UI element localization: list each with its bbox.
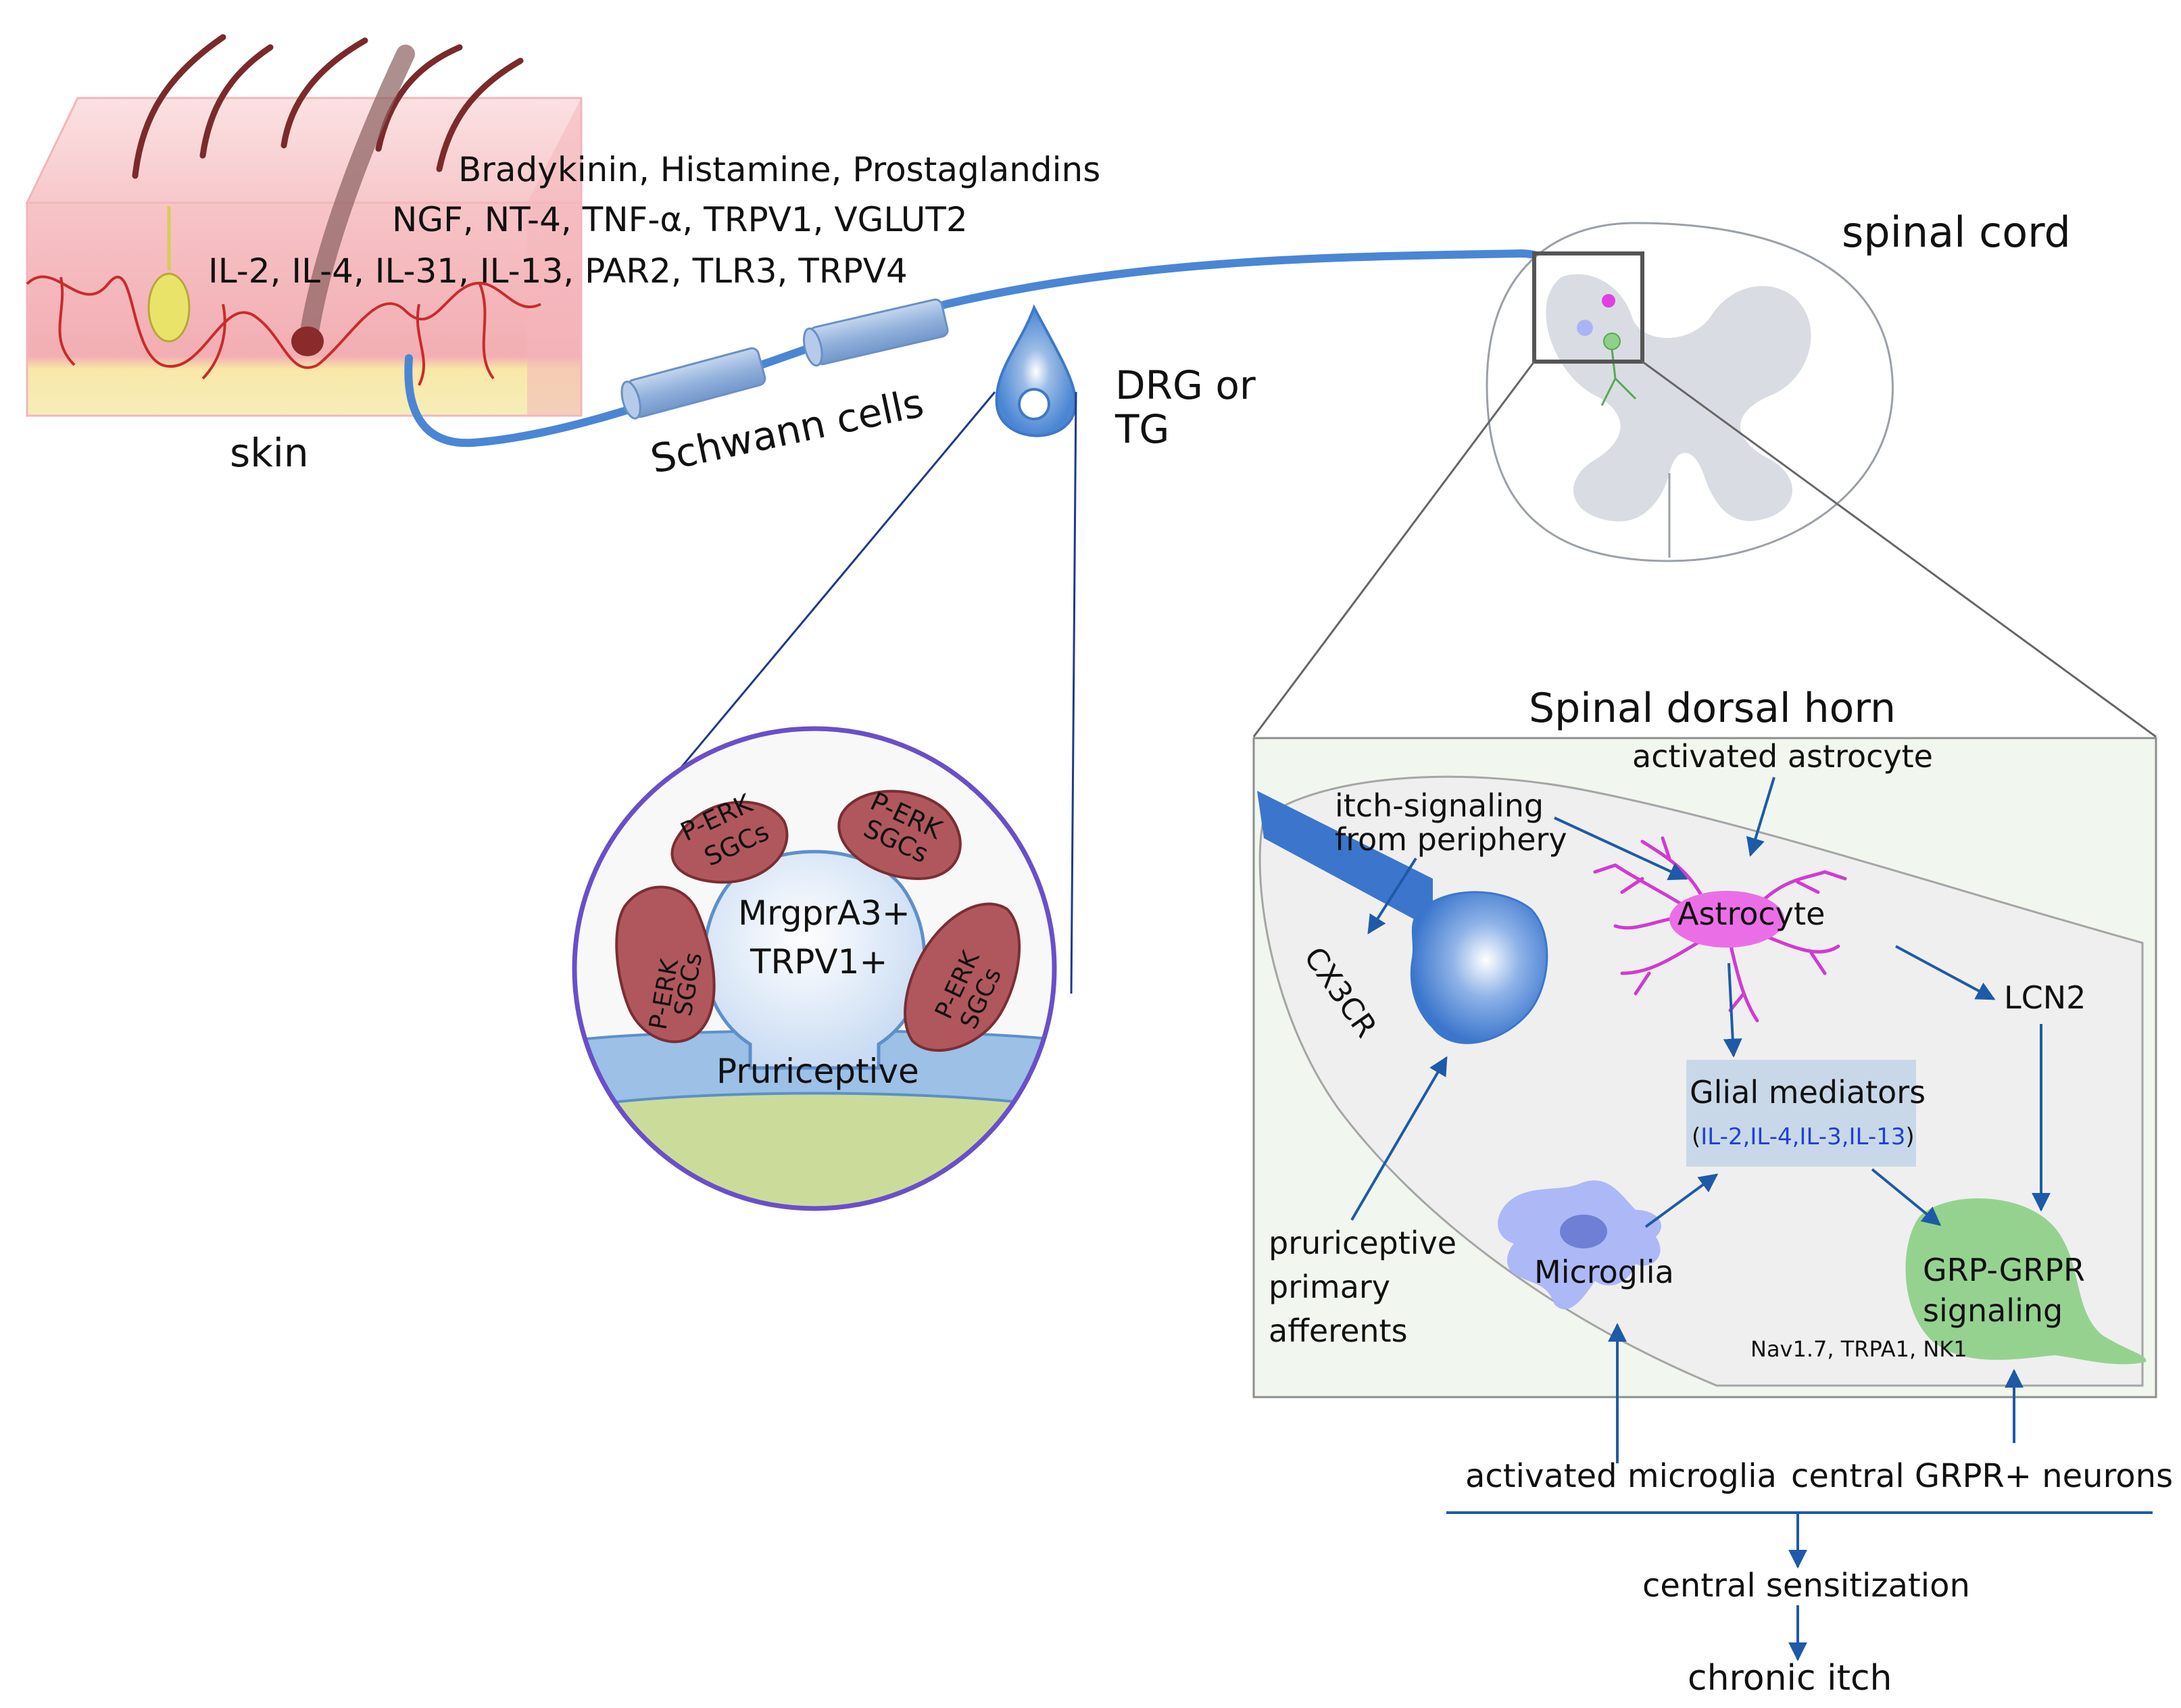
skin-block: [25, 34, 583, 417]
microglia-label: Microglia: [1534, 1254, 1674, 1290]
skin-mediator-line-1: Bradykinin, Histamine, Prostaglandins: [458, 150, 1100, 189]
bottom-flow-arrows: [1446, 1323, 2153, 1661]
drg-zoom-line-right: [1070, 391, 1077, 994]
itch-signal-line-1: itch-signaling: [1335, 787, 1544, 824]
dorsal-horn-zoom-box: [1532, 251, 1644, 364]
grp-label-line-2: signaling: [1923, 1292, 2063, 1329]
sgc-left: P-ERK SGCs: [615, 885, 716, 1044]
schwann-cell-2: [803, 298, 949, 367]
pruriceptive-afferents-line-3: afferents: [1269, 1313, 1408, 1349]
drg-label-line-1: DRG or: [1115, 362, 1256, 408]
hair-bulb: [291, 326, 324, 356]
hair-follicles: [132, 34, 524, 179]
glial-list-values: IL-2,IL-4,IL-3,IL-13: [1700, 1123, 1905, 1150]
sensory-nerve-fiber: [404, 249, 1579, 447]
drg-detail-circle: P-ERK SGCs P-ERK SGCs P-ERK SGCs P-ERK S…: [572, 726, 1057, 1211]
skin-label: skin: [230, 430, 309, 476]
astrocyte-label: Astrocyte: [1677, 896, 1825, 932]
arrow-glial-to-grp: [1871, 1168, 1942, 1226]
blood-vessels: [26, 275, 541, 386]
sgc-top-left: P-ERK SGCs: [670, 788, 789, 884]
arrow-itch-to-cx3cr: [1367, 857, 1417, 935]
drg-label-line-2: TG: [1114, 406, 1169, 452]
astrocyte-soma: [1669, 891, 1784, 948]
activated-microglia-label: activated microglia: [1465, 1457, 1777, 1495]
afferent-axon: [1257, 791, 1433, 929]
arrow-activated-to-astrocyte: [1746, 777, 1775, 857]
glial-mediators-list: (IL-2,IL-4,IL-3,IL-13): [1692, 1123, 1915, 1150]
central-sensitization-label: central sensitization: [1642, 1567, 1970, 1605]
central-grpr-neurons-label: central GRPR+ neurons: [1791, 1457, 2173, 1495]
grp-label-line-1: GRP-GRPR: [1923, 1252, 2085, 1288]
spinal-cord-label: spinal cord: [1842, 208, 2071, 257]
pruriceptive-afferents-line-2: primary: [1269, 1269, 1390, 1305]
glial-paren-close: ): [1905, 1123, 1914, 1150]
dh-zoom-line-left: [1252, 361, 1536, 737]
sweat-gland: [147, 272, 191, 343]
arrow-astrocyte-to-glial: [1723, 962, 1742, 1058]
activated-astrocyte-label: activated astrocyte: [1632, 738, 1933, 775]
hair-shaft: [298, 45, 415, 354]
chronic-itch-label: chronic itch: [1688, 1658, 1892, 1699]
arrow-microglia-to-glial: [1644, 1173, 1719, 1228]
sgc-right: P-ERK SGCs: [904, 902, 1021, 1052]
sgc-top-right: P-ERK SGCs: [837, 786, 962, 881]
dorsal-horn-title: Spinal dorsal horn: [1529, 685, 1896, 732]
skin-mediator-line-2: NGF, NT-4, TNF-α, TRPV1, VGLUT2: [392, 200, 968, 239]
arrow-afferents-to-terminal: [1350, 1056, 1448, 1221]
skin-mediator-line-3: IL-2, IL-4, IL-31, IL-13, PAR2, TLR3, TR…: [208, 251, 908, 291]
arrow-astrocyte-to-lcn2: [1895, 945, 1996, 1000]
glial-mediators-title: Glial mediators: [1690, 1074, 1926, 1111]
schwann-cell-1: [620, 347, 766, 420]
pruriceptive-afferents-line-1: pruriceptive: [1269, 1225, 1456, 1261]
afferent-terminal: [1410, 891, 1548, 1044]
channels-label: Nav1.7, TRPA1, NK1: [1750, 1336, 1967, 1362]
glial-paren-open: (: [1692, 1123, 1700, 1150]
itch-signal-line-2: from periphery: [1335, 821, 1567, 858]
drg-neuron: [995, 304, 1077, 437]
glial-mediators-box: [1686, 1060, 1916, 1167]
arrow-itch-to-astrocyte: [1554, 816, 1688, 881]
neuron-marker-line-2: TRPV1+: [750, 942, 887, 981]
lcn2-label: LCN2: [2004, 979, 2086, 1016]
dh-zoom-line-right: [1642, 360, 2157, 738]
pruriceptive-fiber-label: Pruriceptive: [716, 1052, 919, 1091]
neuron-marker-line-1: MrgprA3+: [738, 894, 910, 933]
dorsal-horn-arrows: [1350, 777, 2051, 1228]
grp-neuron: [1905, 1198, 2147, 1365]
